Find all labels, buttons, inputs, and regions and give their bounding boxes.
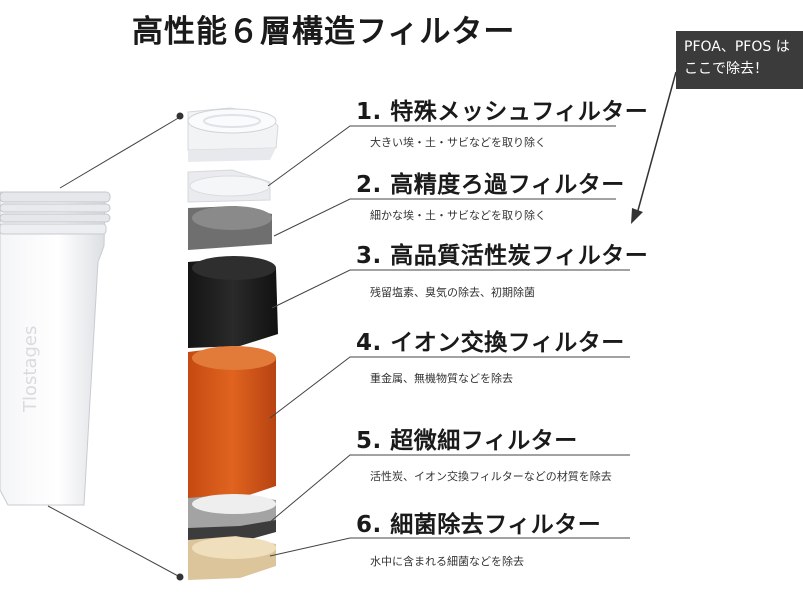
layer-5-description: 活性炭、イオン交換フィルターなどの材質を除去: [370, 470, 612, 483]
layer-2-label: 2. 高精度ろ過フィルター: [356, 165, 625, 199]
expansion-dot-bottom: [176, 573, 184, 581]
expansion-dot-top: [176, 112, 184, 120]
layer-2-title: 2. 高精度ろ過フィルター: [356, 172, 625, 198]
layer-5-label: 5. 超微細フィルター: [356, 421, 578, 455]
layer-3-title: 3. 高品質活性炭フィルター: [356, 243, 649, 269]
layer-3-description: 残留塩素、臭気の除去、初期除菌: [370, 286, 535, 299]
layer-1-label: 1. 特殊メッシュフィルター: [356, 92, 648, 126]
high-precision-filter-layer: [187, 169, 271, 203]
bacteria-removal-layer: [188, 536, 276, 580]
layer-4-title: 4. イオン交換フィルター: [356, 330, 625, 356]
layer-6-description: 水中に含まれる細菌などを除去: [370, 555, 524, 568]
layer-3-label: 3. 高品質活性炭フィルター: [356, 236, 648, 270]
gray-foam-layer: [188, 206, 272, 250]
pfoa-pfos-callout: PFOA、PFOS は ここで除去！: [676, 31, 803, 89]
layer-4-description: 重金属、無機物質などを除去: [370, 372, 513, 385]
brand-mark: Tlostages: [20, 326, 41, 413]
expansion-lines: [47, 116, 181, 578]
layer-2-description: 細かな埃・土・サビなどを取り除く: [370, 209, 546, 222]
layer-4-label: 4. イオン交換フィルター: [356, 323, 625, 357]
callout-line-1: PFOA、PFOS は: [684, 39, 790, 55]
layer-1-title: 1. 特殊メッシュフィルター: [356, 99, 649, 125]
layer-6-title: 6. 細菌除去フィルター: [356, 512, 602, 538]
activated-carbon-layer: [188, 256, 278, 348]
mesh-filter-layer: [187, 107, 279, 162]
layer-5-title: 5. 超微細フィルター: [356, 428, 578, 454]
page-title: 高性能６層構造フィルター: [132, 14, 516, 50]
layer-6-label: 6. 細菌除去フィルター: [356, 505, 601, 539]
ultra-fine-layer: [188, 494, 276, 544]
ion-exchange-layer: [188, 346, 276, 500]
filter-cartridge: [0, 191, 111, 506]
callout-arrow: [631, 71, 677, 224]
leader-lines: [267, 125, 630, 557]
callout-line-2: ここで除去！: [684, 61, 768, 77]
layer-1-description: 大きい埃・土・サビなどを取り除く: [370, 136, 546, 149]
